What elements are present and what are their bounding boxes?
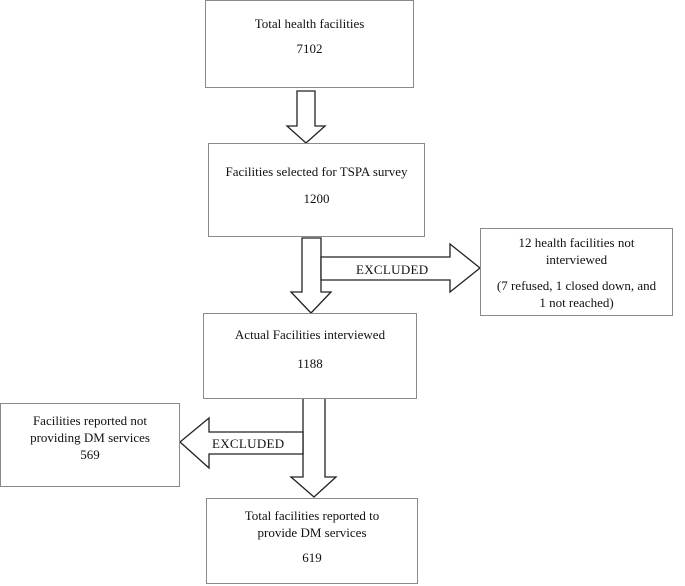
providing-dm-line-1: Total facilities reported to (244, 508, 380, 523)
providing-dm-line-2: provide DM services (257, 525, 367, 540)
excluded-label-right: EXCLUDED (356, 262, 429, 277)
interviewed-facilities-count: 1188 (297, 356, 323, 371)
not-providing-dm-line-2: providing DM services (30, 430, 150, 445)
not-interviewed-line-2: interviewed (545, 252, 608, 267)
selected-facilities-count: 1200 (303, 191, 330, 206)
interviewed-facilities-title: Actual Facilities interviewed (234, 327, 386, 342)
left-arrow-excluded (179, 416, 304, 470)
total-facilities-box: Total health facilities 7102 (205, 0, 414, 88)
selected-facilities-title: Facilities selected for TSPA survey (225, 164, 408, 179)
not-interviewed-line-1: 12 health facilities not (518, 235, 635, 250)
down-arrow-3 (289, 397, 338, 498)
not-interviewed-box: 12 health facilities not interviewed (7 … (480, 228, 673, 316)
interviewed-facilities-box: Actual Facilities interviewed 1188 (203, 313, 417, 399)
excluded-label-left: EXCLUDED (212, 436, 285, 451)
not-interviewed-line-4: 1 not reached) (539, 295, 614, 310)
down-arrow-1 (285, 90, 327, 144)
total-facilities-title: Total health facilities (254, 16, 365, 31)
providing-dm-box: Total facilities reported to provide DM … (206, 498, 418, 584)
not-interviewed-line-3: (7 refused, 1 closed down, and (496, 278, 657, 293)
providing-dm-count: 619 (302, 550, 322, 565)
right-arrow-excluded (320, 242, 482, 294)
selected-facilities-box: Facilities selected for TSPA survey 1200 (208, 143, 425, 237)
total-facilities-count: 7102 (296, 41, 323, 56)
not-providing-dm-line-1: Facilities reported not (32, 413, 148, 428)
not-providing-dm-box: Facilities reported not providing DM ser… (0, 403, 180, 487)
not-providing-dm-count: 569 (80, 447, 100, 462)
